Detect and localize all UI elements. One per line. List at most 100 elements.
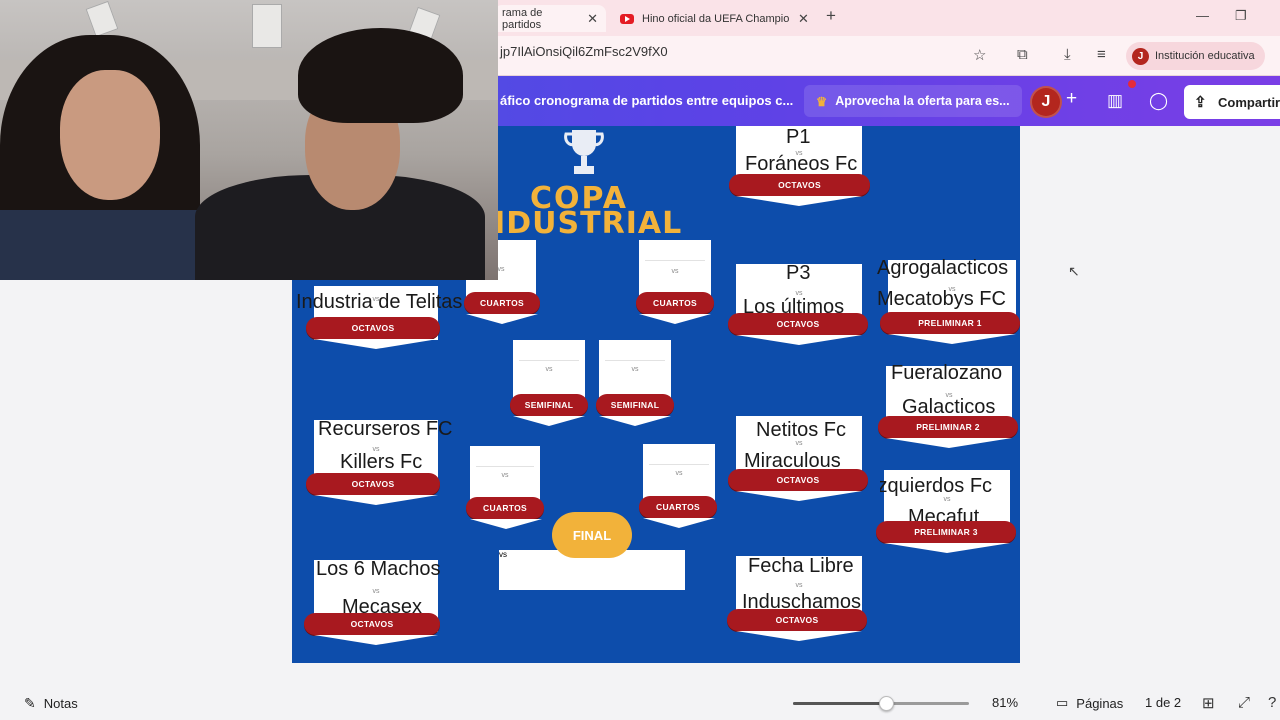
canva-avatar[interactable]: J: [1030, 86, 1062, 118]
round-badge: SEMIFINAL: [596, 394, 674, 416]
ceiling-light: [252, 4, 282, 48]
team-name: Galacticos: [902, 396, 996, 418]
vs-label: vs: [501, 472, 509, 479]
youtube-icon: [620, 13, 634, 24]
media-icon[interactable]: ≡: [1097, 46, 1106, 63]
vs-label: vs: [631, 366, 639, 373]
notes-button[interactable]: ✎ Notas: [24, 695, 78, 712]
match-card: vs: [736, 556, 862, 618]
share-icon: ⇪: [1194, 94, 1207, 111]
fullscreen-icon[interactable]: ⤢: [1238, 694, 1251, 711]
vs-label: vs: [545, 366, 553, 373]
restore-icon[interactable]: ❐: [1235, 8, 1247, 23]
crown-icon: ♛: [816, 94, 828, 109]
match-card: vs: [736, 264, 862, 322]
trophy-icon: [564, 130, 604, 174]
title-line-2: INDUSTRIAL: [468, 206, 683, 241]
notes-label: Notas: [43, 696, 78, 711]
url-field[interactable]: jp7IlAiOnsiQil6ZmFsc2V9fX0: [500, 44, 668, 59]
match-card: vs: [736, 416, 862, 476]
divider: [518, 360, 580, 361]
new-tab-button[interactable]: +: [826, 6, 836, 25]
close-icon[interactable]: ✕: [798, 10, 809, 26]
editor-status-bar: ✎ Notas 81% ▭ Páginas 1 de 2 ⊞ ⤢ ?: [0, 686, 1280, 720]
vs-label: vs: [671, 268, 679, 275]
team-name: Izquierdos Fc: [880, 475, 1020, 498]
pages-label: Páginas: [1076, 695, 1124, 711]
grid-view-icon[interactable]: ⊞: [1202, 695, 1215, 712]
card-chevron: [470, 519, 542, 529]
minimize-icon[interactable]: —: [1196, 8, 1209, 23]
zoom-slider[interactable]: [793, 696, 969, 711]
card-chevron: [314, 635, 438, 645]
star-icon[interactable]: ☆: [973, 47, 987, 64]
vs-label: vs: [795, 150, 803, 157]
share-label: Compartir: [1218, 94, 1280, 110]
add-icon[interactable]: +: [1066, 88, 1078, 109]
team-name: Agrogalacticos: [877, 257, 1009, 279]
zoom-level[interactable]: 81%: [992, 695, 1019, 710]
close-icon[interactable]: ✕: [587, 10, 598, 26]
team-name-text: Izquierdos Fc: [880, 475, 993, 497]
vs-label: vs: [372, 296, 380, 303]
team-name: Miraculous: [744, 450, 841, 472]
pages-button[interactable]: ▭ Páginas: [1056, 695, 1123, 711]
card-chevron: [643, 518, 715, 528]
title-line-1: COPA: [530, 181, 628, 216]
round-badge: PRELIMINAR 3: [876, 521, 1016, 543]
pages-icon: ▭: [1056, 695, 1069, 710]
vs-label: vs: [948, 286, 956, 293]
vs-label: vs: [795, 290, 803, 297]
round-badge: OCTAVOS: [306, 473, 440, 495]
chart-icon[interactable]: ▥: [1107, 91, 1124, 110]
comment-icon[interactable]: ◯: [1149, 91, 1169, 110]
round-badge: OCTAVOS: [729, 174, 870, 196]
match-card: vs: [639, 240, 711, 302]
team-name: Induschamos: [742, 591, 861, 613]
match-card: vs: [599, 340, 671, 402]
round-badge: CUARTOS: [466, 497, 544, 519]
match-card: vs: [884, 470, 1010, 528]
help-icon[interactable]: ?: [1268, 694, 1277, 711]
team-name: Mecatobys FC: [877, 288, 1006, 310]
vs-label: vs: [499, 550, 507, 559]
tab-label: rama de partidos: [502, 6, 543, 31]
round-badge: PRELIMINAR 2: [878, 416, 1018, 438]
card-chevron: [513, 416, 585, 426]
profile-label: Institución educativa: [1155, 50, 1255, 62]
tab-youtube[interactable]: Hino oficial da UEFA Champion ✕: [612, 5, 817, 32]
match-card: vs: [513, 340, 585, 402]
vs-label: vs: [945, 392, 953, 399]
page-number[interactable]: 1 de 2: [1145, 695, 1182, 710]
extensions-icon[interactable]: ⧉: [1017, 46, 1028, 63]
zoom-slider-knob[interactable]: [879, 696, 895, 711]
card-chevron: [736, 335, 862, 345]
card-chevron: [884, 543, 1010, 553]
round-badge: CUARTOS: [636, 292, 714, 314]
card-chevron: [736, 631, 862, 641]
team-name: Fecha Libre: [748, 555, 854, 577]
mouse-cursor-icon: ↖: [1068, 263, 1080, 279]
card-chevron: [314, 495, 438, 505]
card-chevron: [886, 438, 1012, 448]
card-chevron: [466, 314, 538, 324]
download-icon[interactable]: ⤓: [1064, 46, 1071, 63]
round-badge: OCTAVOS: [728, 313, 868, 335]
final-badge: FINAL: [552, 512, 632, 558]
notes-icon: ✎: [24, 695, 36, 711]
share-button[interactable]: ⇪ Compartir: [1184, 85, 1280, 119]
vs-label: vs: [795, 440, 803, 447]
document-title[interactable]: áfico cronograma de partidos entre equip…: [500, 93, 794, 108]
card-chevron: [639, 314, 711, 324]
card-chevron: [599, 416, 671, 426]
profile-button[interactable]: J Institución educativa: [1126, 42, 1265, 70]
divider: [648, 464, 710, 465]
card-chevron: [736, 196, 862, 206]
team-name: P3: [786, 262, 811, 284]
round-badge: CUARTOS: [464, 292, 540, 314]
notification-dot: [1128, 80, 1136, 88]
team-name: Killers Fc: [340, 451, 423, 473]
offer-button[interactable]: ♛ Aprovecha la oferta para es...: [804, 85, 1022, 117]
tab-active[interactable]: rama de partidos ✕: [494, 5, 606, 32]
person-hair: [298, 28, 463, 123]
